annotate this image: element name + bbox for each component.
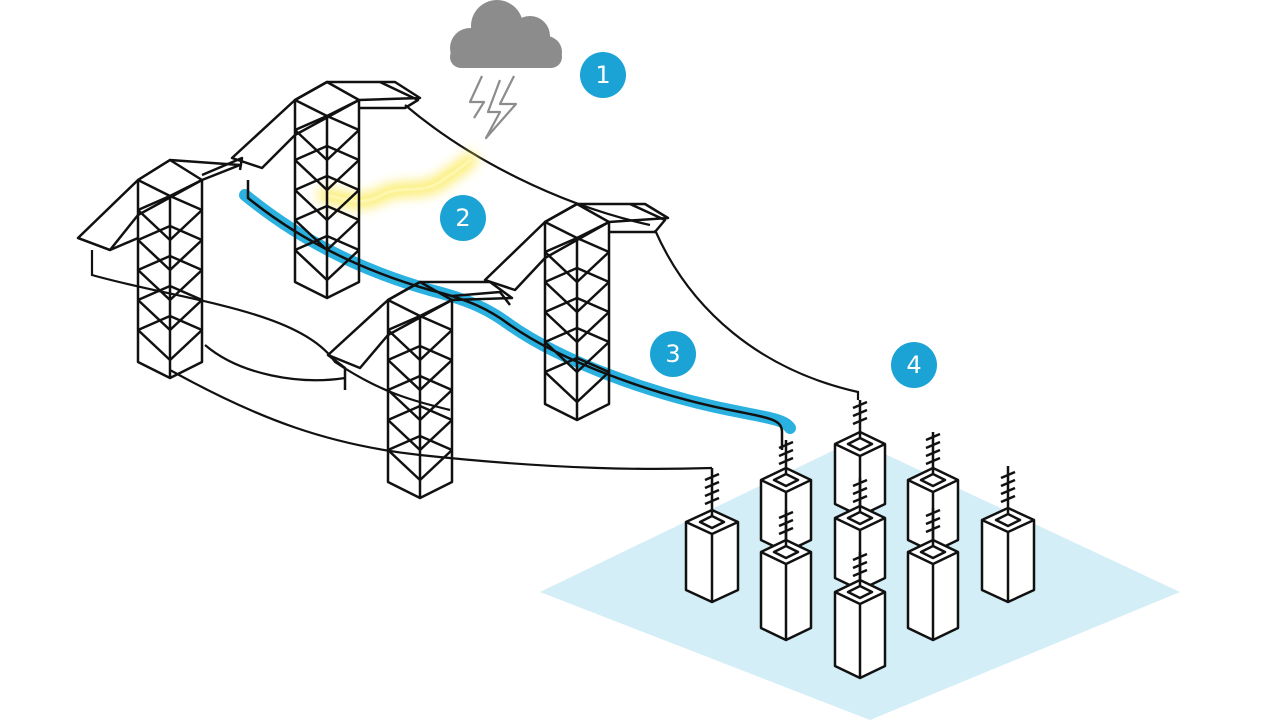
lightning-bolt-icon	[468, 75, 518, 140]
transmission-tower-back	[230, 80, 422, 300]
cloud-icon	[450, 0, 562, 68]
shield-wire-arc	[318, 153, 477, 209]
current-path	[239, 180, 796, 450]
conductor-middle	[90, 250, 451, 412]
conductor-left-low	[204, 344, 346, 382]
marker-badge: 1	[580, 52, 626, 98]
substation-equipment	[684, 400, 1036, 680]
conductor-rear	[653, 229, 860, 400]
transmission-tower-front	[326, 280, 514, 500]
marker-badge: 2	[440, 195, 486, 241]
conductor-top	[404, 104, 651, 227]
marker-badge: 3	[650, 331, 696, 377]
equipment-unit-a	[684, 468, 740, 604]
equipment-unit-b	[759, 440, 813, 642]
equipment-unit-c	[833, 400, 887, 680]
equipment-unit-e	[980, 466, 1036, 604]
transmission-tower-left	[76, 156, 244, 380]
equipment-unit-d	[906, 432, 960, 642]
transmission-tower-rear	[483, 202, 670, 422]
marker-badge: 4	[891, 342, 937, 388]
conductor-lines	[90, 104, 860, 471]
